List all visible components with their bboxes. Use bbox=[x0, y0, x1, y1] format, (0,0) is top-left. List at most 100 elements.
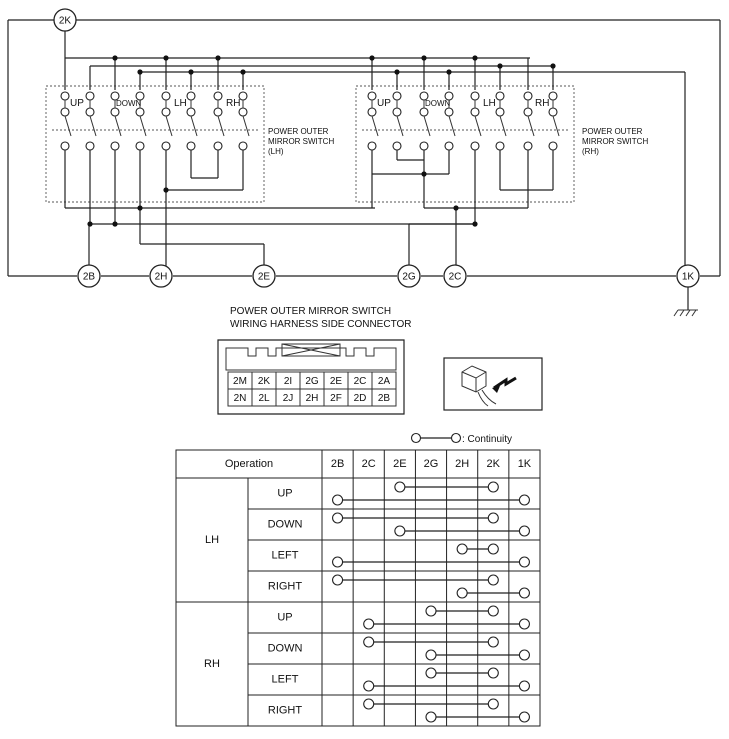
connector-view-icon bbox=[443, 357, 543, 411]
lh-label-lh: LH bbox=[174, 98, 187, 109]
connector-pin-label: 2E bbox=[330, 376, 343, 387]
continuity-terminal bbox=[394, 525, 406, 537]
node-2k: 2K bbox=[53, 8, 77, 32]
table-row-op: RIGHT bbox=[268, 580, 303, 592]
connector-pin-label: 2K bbox=[258, 376, 271, 387]
continuity-terminal bbox=[518, 556, 530, 568]
rh-switch-contacts bbox=[367, 91, 560, 151]
connector-pin-label: 2H bbox=[306, 393, 319, 404]
connector-pin-label: 2D bbox=[354, 393, 367, 404]
continuity-terminal bbox=[518, 525, 530, 537]
svg-text:2G: 2G bbox=[402, 272, 416, 283]
continuity-terminal bbox=[518, 649, 530, 661]
svg-text:1K: 1K bbox=[682, 272, 695, 283]
continuity-terminal bbox=[363, 680, 375, 692]
connector-pin-label: 2A bbox=[378, 376, 391, 387]
connector-face: 2M 2K 2I 2G 2E 2C 2A 2N 2L 2J 2H 2F 2D 2B bbox=[217, 339, 405, 415]
svg-text:2E: 2E bbox=[258, 272, 271, 283]
svg-text:2B: 2B bbox=[83, 272, 96, 283]
connector-pin-label: 2B bbox=[378, 393, 391, 404]
lh-switch-label-3: (LH) bbox=[268, 147, 284, 156]
table-header-operation: Operation bbox=[225, 458, 273, 470]
outer-wiring bbox=[7, 19, 721, 317]
continuity-terminal bbox=[456, 587, 468, 599]
connector-pin-label: 2I bbox=[284, 376, 292, 387]
continuity-terminal bbox=[487, 481, 499, 493]
table-group-name: RH bbox=[204, 658, 220, 670]
table-row-op: DOWN bbox=[268, 518, 303, 530]
rh-label-rh: RH bbox=[535, 98, 549, 109]
continuity-legend: : Continuity bbox=[410, 432, 512, 445]
lh-label-down: DOWN bbox=[116, 99, 142, 108]
continuity-terminal bbox=[363, 618, 375, 630]
table-header-col: 2G bbox=[424, 458, 439, 470]
rh-label-lh: LH bbox=[483, 98, 496, 109]
table-row-op: DOWN bbox=[268, 642, 303, 654]
continuity-terminal bbox=[518, 618, 530, 630]
continuity-terminal bbox=[425, 649, 437, 661]
continuity-terminal bbox=[394, 481, 406, 493]
legend-text: : Continuity bbox=[462, 434, 512, 445]
table-group-name: LH bbox=[205, 534, 219, 546]
continuity-terminal bbox=[518, 711, 530, 723]
connector-pin-label: 2C bbox=[354, 376, 367, 387]
continuity-terminal bbox=[332, 574, 344, 586]
continuity-terminal bbox=[487, 543, 499, 555]
lh-label-up: UP bbox=[70, 98, 84, 109]
connector-title-1: POWER OUTER MIRROR SWITCH bbox=[230, 306, 391, 317]
rh-switch-label-1: POWER OUTER bbox=[582, 127, 643, 136]
svg-text:2K: 2K bbox=[59, 16, 72, 27]
junction-dots bbox=[87, 55, 556, 227]
rh-label-down: DOWN bbox=[425, 99, 451, 108]
lh-label-rh: RH bbox=[226, 98, 240, 109]
connector-pin-label: 2F bbox=[330, 393, 342, 404]
continuity-terminal bbox=[425, 667, 437, 679]
lh-switch-contacts bbox=[60, 91, 250, 151]
continuity-terminal bbox=[332, 556, 344, 568]
table-header-col: 2K bbox=[487, 458, 501, 470]
table-border bbox=[175, 449, 541, 727]
continuity-terminal bbox=[332, 512, 344, 524]
table-row-op: UP bbox=[277, 487, 292, 499]
continuity-terminal bbox=[456, 543, 468, 555]
continuity-terminal bbox=[487, 667, 499, 679]
svg-text:2C: 2C bbox=[449, 272, 462, 283]
node-2h: 2H bbox=[149, 264, 173, 288]
node-2e: 2E bbox=[252, 264, 276, 288]
table-row-op: RIGHT bbox=[268, 704, 303, 716]
connector-pin-label: 2G bbox=[305, 376, 319, 387]
continuity-terminal bbox=[425, 711, 437, 723]
node-2g: 2G bbox=[397, 264, 421, 288]
table-row-op: UP bbox=[277, 611, 292, 623]
svg-text:2H: 2H bbox=[155, 272, 168, 283]
connector-pin-cell bbox=[371, 388, 397, 407]
continuity-terminal bbox=[425, 605, 437, 617]
node-1k: 1K bbox=[676, 264, 700, 288]
rh-switch-label-3: (RH) bbox=[582, 147, 599, 156]
continuity-terminal bbox=[518, 680, 530, 692]
rh-switch-block: UP DOWN LH RH POWER OUTER MIRROR SWITCH … bbox=[355, 58, 648, 266]
node-2b: 2B bbox=[77, 264, 101, 288]
connector-pin-label: 2M bbox=[233, 376, 247, 387]
connector-title-2: WIRING HARNESS SIDE CONNECTOR bbox=[230, 319, 412, 330]
table-header-col: 2H bbox=[455, 458, 469, 470]
continuity-terminal bbox=[487, 636, 499, 648]
continuity-terminal bbox=[487, 574, 499, 586]
continuity-terminal bbox=[332, 494, 344, 506]
rh-switch-label-2: MIRROR SWITCH bbox=[582, 137, 648, 146]
connector-pin-label: 2N bbox=[234, 393, 247, 404]
continuity-terminal bbox=[487, 512, 499, 524]
connector-pin-label: 2J bbox=[283, 393, 294, 404]
connector-pin-label: 2L bbox=[258, 393, 270, 404]
continuity-terminal bbox=[518, 587, 530, 599]
table-header-col: 2C bbox=[362, 458, 376, 470]
continuity-terminal bbox=[363, 636, 375, 648]
continuity-terminal bbox=[363, 698, 375, 710]
node-2c: 2C bbox=[443, 264, 467, 288]
rh-label-up: UP bbox=[377, 98, 391, 109]
table-header-col: 2E bbox=[393, 458, 406, 470]
continuity-terminal bbox=[487, 698, 499, 710]
table-row-op: LEFT bbox=[272, 673, 299, 685]
